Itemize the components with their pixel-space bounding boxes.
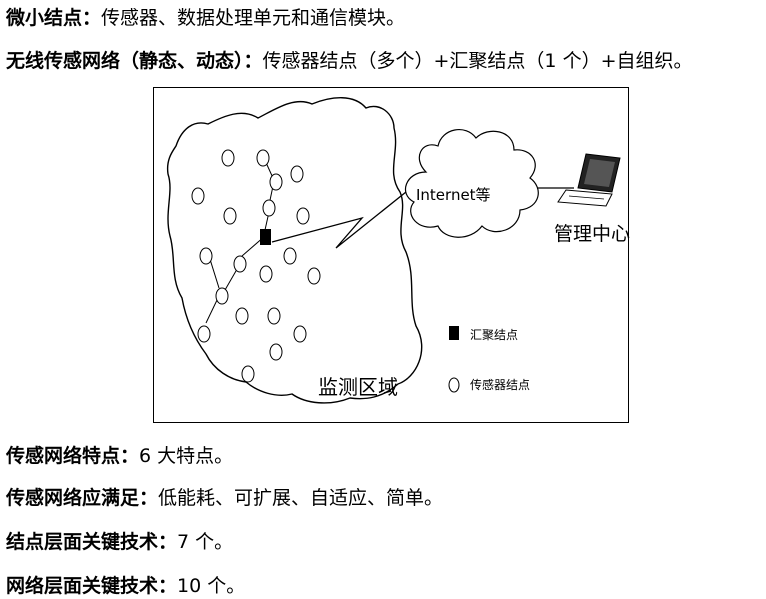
sensor-node-icon — [283, 247, 297, 265]
line-label: 结点层面关键技术： — [6, 531, 178, 553]
sensor-node-icon — [293, 325, 307, 343]
management-center-label: 管理中心 — [554, 223, 630, 245]
sensor-node-icon — [259, 265, 273, 283]
laptop-icon — [557, 153, 621, 207]
legend-sink-label: 汇聚结点 — [470, 328, 518, 342]
definition-line-wireless-sensor-network: 无线传感网络（静态、动态）：传感器结点（多个）+汇聚结点（1 个）+自组织。 — [6, 49, 693, 73]
legend: 汇聚结点 传感器结点 — [448, 326, 530, 393]
sensor-nodes — [191, 149, 321, 383]
legend-sensor-label: 传感器结点 — [470, 377, 530, 392]
line-text: 6 大特点。 — [139, 445, 234, 467]
legend-sink-icon — [449, 326, 459, 340]
line-text: 10 个。 — [177, 575, 246, 597]
line-text: 低能耗、可扩展、自适应、简单。 — [158, 487, 444, 509]
sensor-node-icon — [290, 165, 304, 183]
sensor-node-icon — [235, 307, 249, 325]
cloud-label: Internet等 — [416, 186, 491, 204]
sensor-node-icon — [191, 187, 205, 205]
sensor-node-icon — [233, 255, 247, 273]
sensor-node-icon — [269, 173, 283, 191]
legend-sensor-icon — [448, 377, 460, 393]
line-text: 传感器结点（多个）+汇聚结点（1 个）+自组织。 — [262, 50, 693, 72]
sensor-node-icon — [256, 149, 270, 167]
line-text: 传感器、数据处理单元和通信模块。 — [101, 7, 406, 29]
definition-line-micro-node: 微小结点：传感器、数据处理单元和通信模块。 — [6, 6, 405, 30]
line-label: 传感网络特点： — [6, 445, 140, 467]
definition-line-network-tech: 网络层面关键技术：10 个。 — [6, 574, 245, 598]
sensor-node-icon — [269, 343, 283, 361]
line-label: 无线传感网络（静态、动态）： — [6, 50, 263, 72]
line-text: 7 个。 — [177, 531, 234, 553]
definition-line-features: 传感网络特点：6 大特点。 — [6, 444, 233, 468]
monitoring-region-outline — [166, 97, 423, 404]
sensor-node-icon — [199, 247, 213, 265]
line-label: 微小结点： — [6, 7, 102, 29]
definition-line-node-tech: 结点层面关键技术：7 个。 — [6, 530, 233, 554]
sensor-node-icon — [267, 307, 281, 325]
cloud-icon — [404, 129, 539, 238]
sensor-node-icon — [215, 287, 229, 305]
sensor-node-icon — [262, 199, 276, 217]
sensor-node-icon — [221, 149, 235, 167]
sensor-node-icon — [307, 267, 321, 285]
line-label: 传感网络应满足： — [6, 487, 159, 509]
sensor-node-icon — [241, 365, 255, 383]
line-label: 网络层面关键技术： — [6, 575, 178, 597]
network-diagram-svg: 监测区域 Internet等 管理中心 汇聚结点 传感器结点 — [166, 97, 630, 404]
sensor-node-icon — [223, 207, 237, 225]
sink-node-icon — [260, 229, 271, 245]
definition-line-requirements: 传感网络应满足：低能耗、可扩展、自适应、简单。 — [6, 486, 443, 510]
sensor-node-icon — [197, 325, 211, 343]
sensor-node-icon — [296, 207, 310, 225]
wireless-link-icon — [271, 191, 407, 249]
network-diagram: 监测区域 Internet等 管理中心 汇聚结点 传感器结点 — [153, 87, 630, 423]
region-label: 监测区域 — [318, 375, 398, 399]
